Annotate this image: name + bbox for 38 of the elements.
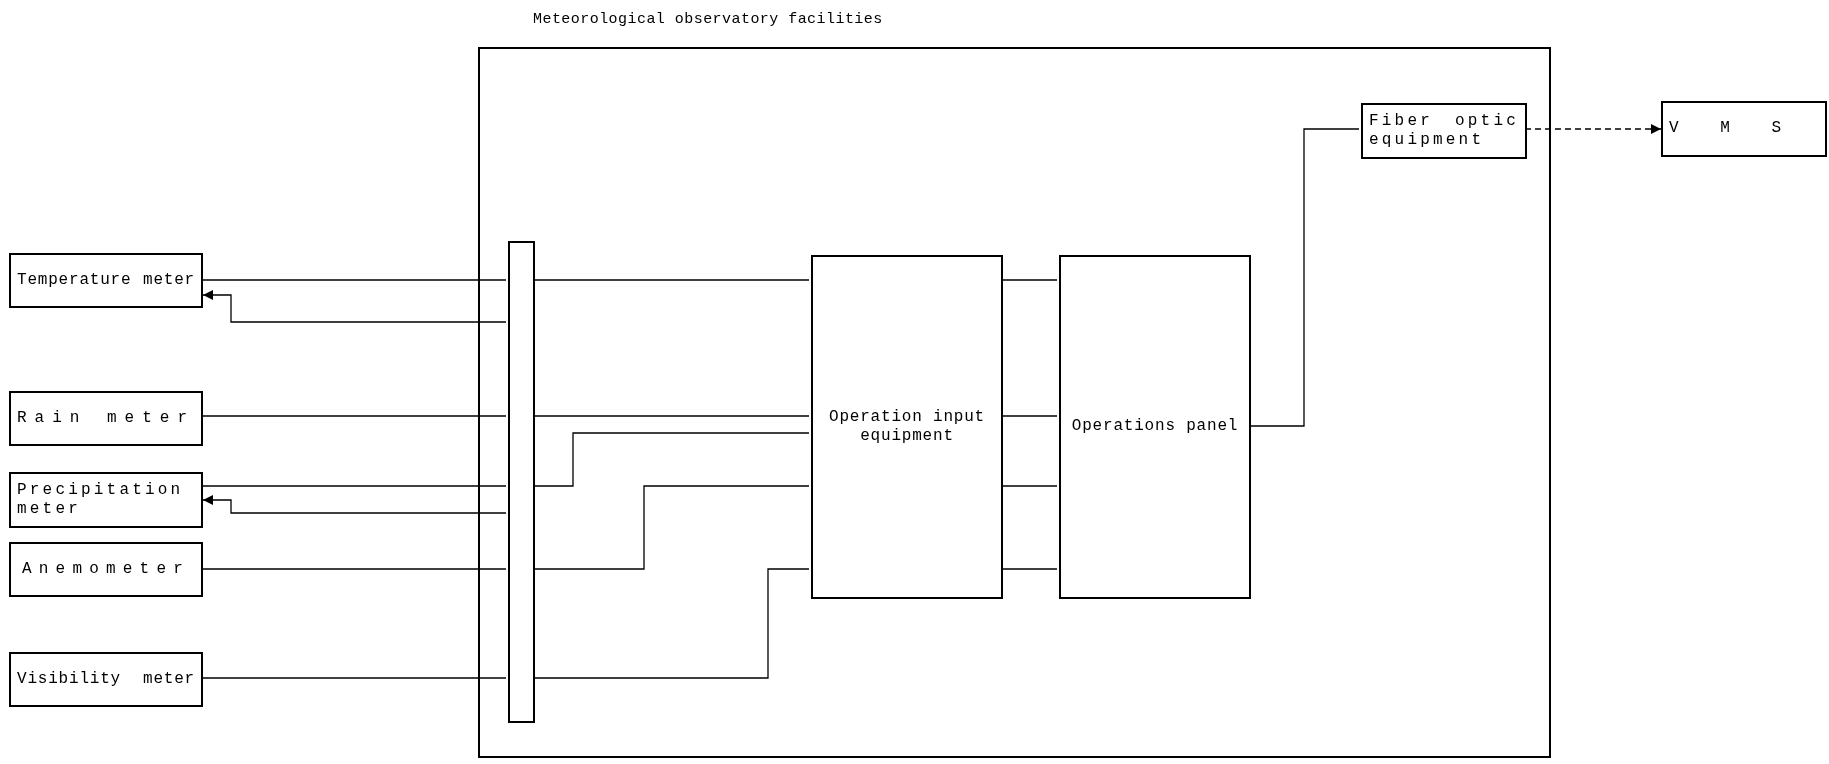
connector-line [532,432,810,487]
connector-line [202,677,507,679]
box-label: Anemometer [21,559,191,580]
connector-line [202,568,507,570]
equipment-box [1661,101,1827,157]
connector-line [1000,279,1058,281]
box-label: Operation input equipment [828,407,986,447]
frame-title: Meteorological observatory facilities [533,11,883,28]
dashed-arrow [1524,124,1662,134]
equipment-box [1361,103,1527,159]
box-label: Temperature meter [17,270,195,291]
equipment-box [9,253,203,308]
equipment-box [9,472,203,528]
connector-line [202,415,507,417]
connector-line [532,485,810,570]
equipment-box [9,542,203,597]
equipment-box [9,391,203,446]
equipment-box [1059,255,1251,599]
arrow [202,290,507,323]
connector-line [202,279,507,281]
bus-bar [508,241,535,723]
box-label: Operations panel [1070,417,1240,437]
equipment-box [811,255,1003,599]
box-label: Precipitation meter [17,480,185,520]
connector-line [202,485,507,487]
connector-line [532,415,810,417]
connector-line [1000,485,1058,487]
box-label: Fiber optic equipment [1369,111,1519,151]
equipment-box [9,652,203,707]
connector-line [1000,415,1058,417]
connector-line [1248,128,1360,427]
arrow [202,495,507,514]
connector-line [1000,568,1058,570]
connector-line [532,279,810,281]
box-label: Visibility meter [17,669,195,690]
connector-line [532,568,810,679]
box-label: VMS [1669,119,1819,139]
box-label: Rain meter [17,408,195,429]
